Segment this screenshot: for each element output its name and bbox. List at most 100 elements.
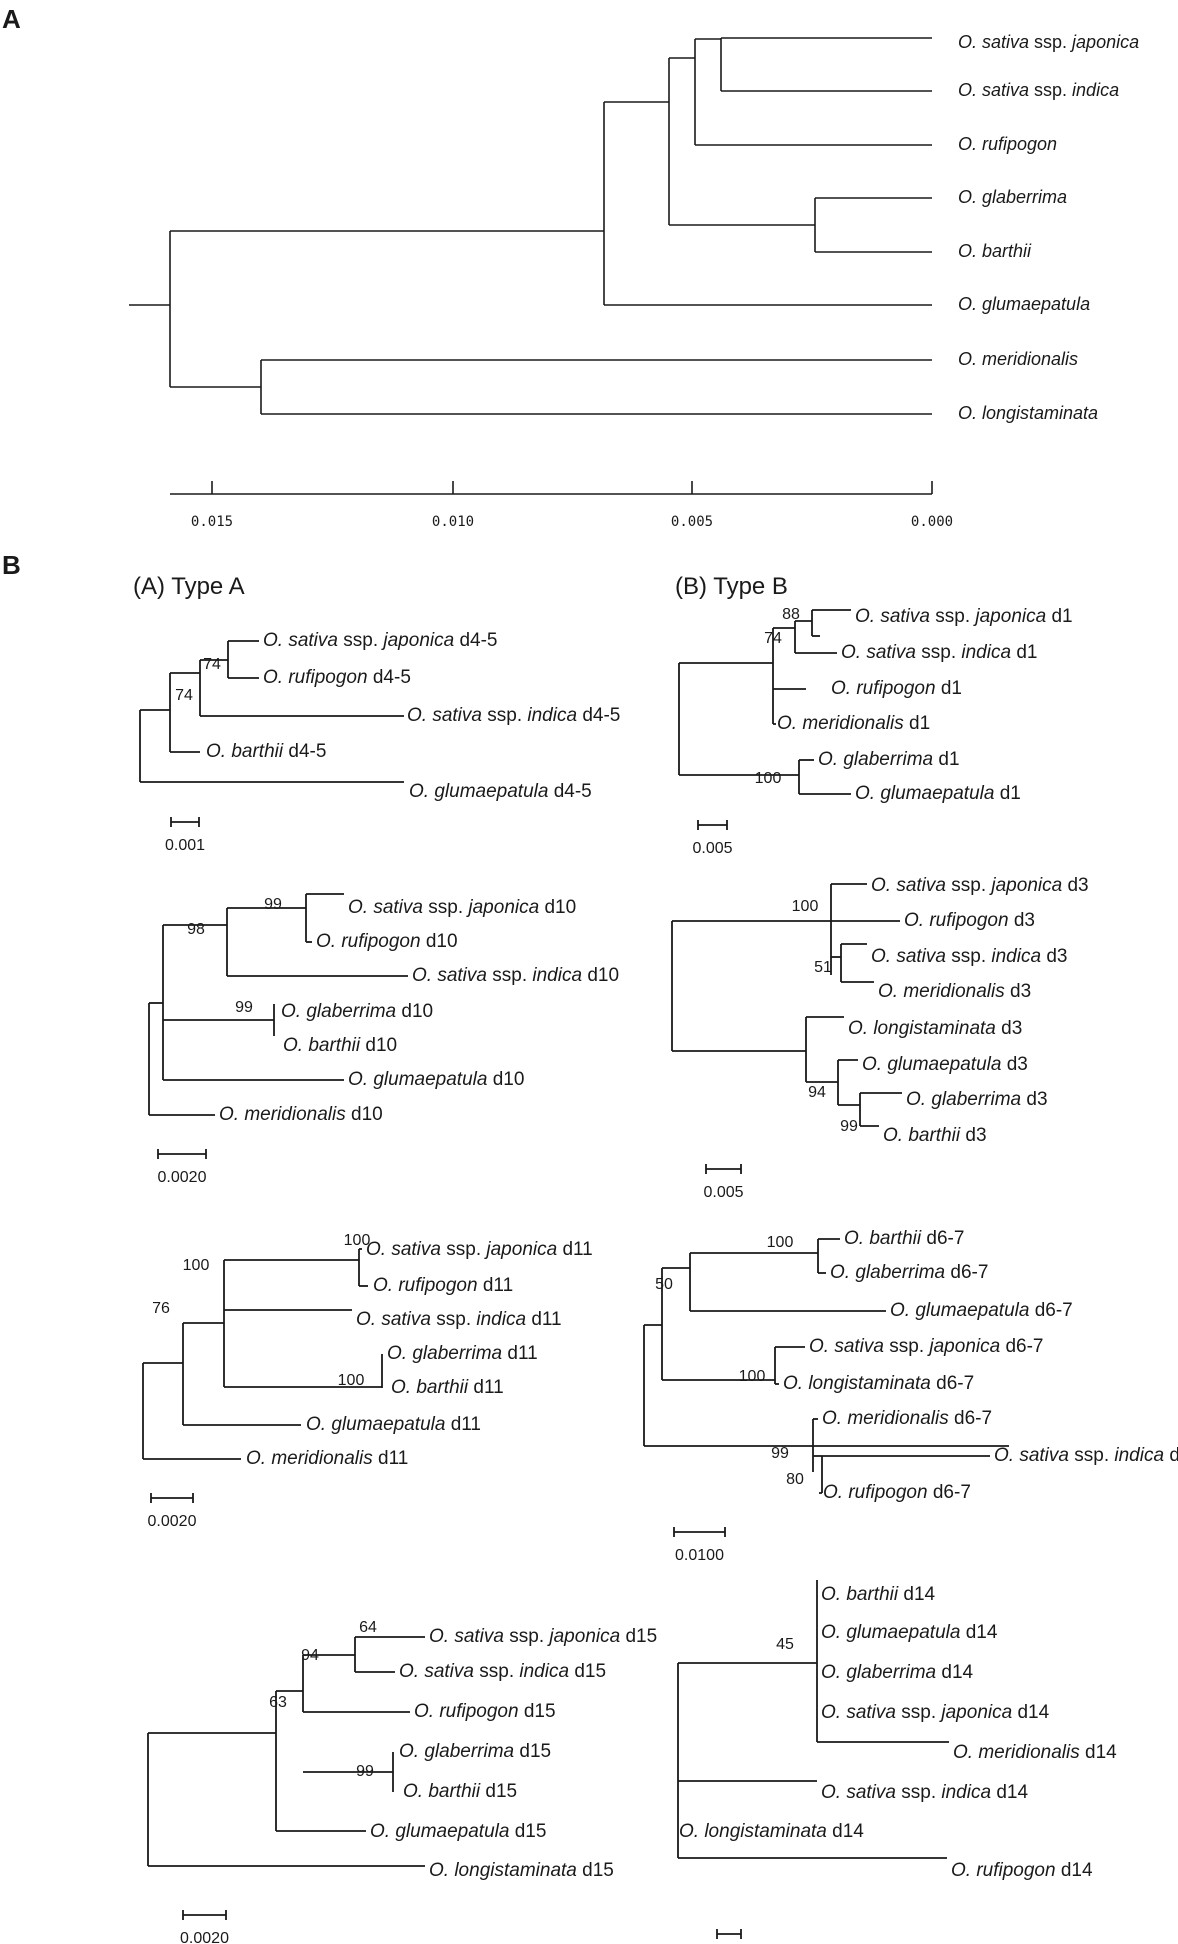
tree-panel-a: O. sativa ssp. japonica O. sativa ssp. in… [129,32,1139,423]
leaf-label: O. meridionalis d10 [219,1104,383,1125]
leaf-label: O. sativa ssp. japonica d6-7 [809,1336,1043,1357]
bootstrap-value: 98 [187,921,205,938]
bootstrap-value: 51 [814,959,832,976]
leaf-label: O. sativa ssp. japonica d4-5 [263,630,497,651]
leaf-label: O. longistaminata d14 [679,1821,864,1842]
tree-d11: O. sativa ssp. japonica d11 O. rufipogon … [142,1232,593,1530]
leaf-label: O. sativa ssp. indica d11 [356,1309,562,1330]
leaf-label: O. meridionalis d11 [246,1448,408,1469]
panel-label-b: B [2,550,21,580]
leaf-label: O. rufipogon d3 [904,910,1035,931]
leaf-label: O. rufipogon d6-7 [823,1482,971,1503]
bootstrap-value: 64 [359,1619,377,1636]
leaf-label: O. sativa ssp. japonica d11 [366,1239,593,1260]
leaf-label: O. barthii d15 [403,1781,517,1802]
leaf-label: O. sativa ssp. indica d15 [399,1661,606,1682]
tree-d3: O. sativa ssp. japonica d3 O. rufipogon d… [671,875,1089,1201]
leaf-label: O. glaberrima d3 [906,1089,1048,1110]
leaf-label: O. glumaepatula d10 [348,1069,524,1090]
leaf-label: O. rufipogon d14 [951,1860,1093,1881]
scale-bar-label: 0.001 [165,837,205,854]
leaf-label: O. glaberrima [958,187,1067,207]
bootstrap-value: 50 [655,1276,673,1293]
leaf-label: O. rufipogon d11 [373,1275,513,1296]
scale-bar-label: 0.0020 [180,1930,229,1944]
bootstrap-value: 63 [269,1694,287,1711]
leaf-label: O. glumaepatula d1 [855,783,1021,804]
figure-headings: A B (A) Type A (B) Type B [2,4,788,600]
bootstrap-value: 74 [764,630,782,647]
leaf-label: O. rufipogon d15 [414,1701,556,1722]
leaf-label: O. barthii d10 [283,1035,397,1056]
leaf-label: O. sativa ssp. japonica [958,32,1139,52]
leaf-label: O. sativa ssp. japonica d3 [871,875,1089,896]
bootstrap-value: 100 [767,1234,794,1251]
leaf-label: O. rufipogon d4-5 [263,667,411,688]
leaf-label: O. longistaminata d6-7 [783,1373,974,1394]
tree-d6-7: O. barthii d6-7 O. glaberrima d6-7 O. glum… [643,1228,1178,1564]
bootstrap-value: 100 [183,1257,210,1274]
leaf-label: O. barthii d3 [883,1125,987,1146]
leaf-label: O. barthii d11 [391,1377,504,1398]
leaf-label: O. glaberrima d14 [821,1662,974,1683]
bootstrap-value: 74 [203,656,221,673]
scale-bar-label: 0.0020 [148,1513,197,1530]
leaf-label: O. glaberrima d1 [818,749,960,770]
bootstrap-value: 99 [840,1118,858,1135]
leaf-label: O. glumaepatula [958,294,1090,314]
bootstrap-value: 45 [776,1636,794,1653]
leaf-label: O. sativa ssp. indica d4-5 [407,705,620,726]
bootstrap-value: 74 [175,687,193,704]
axis-tick-label: 0.010 [432,514,474,530]
leaf-label: O. sativa ssp. indica d6-7 [994,1445,1178,1466]
leaf-label: O. glaberrima d6-7 [830,1262,988,1283]
leaf-label: O. glaberrima d15 [399,1741,551,1762]
leaf-label: O. glumaepatula d4-5 [409,781,592,802]
leaf-label: O. sativa ssp. japonica d15 [429,1626,657,1647]
leaf-label: O. glaberrima d11 [387,1343,538,1364]
leaf-label: O. glumaepatula d11 [306,1414,481,1435]
leaf-label: O. meridionalis d1 [777,713,930,734]
scale-bar-label: 0.005 [692,840,732,857]
scale-bar-label: 0.005 [703,1184,743,1201]
bootstrap-value: 80 [786,1471,804,1488]
leaf-label: O. rufipogon d10 [316,931,458,952]
bootstrap-value: 99 [235,999,253,1016]
leaf-label: O. sativa ssp. indica d10 [412,965,619,986]
leaf-label: O. meridionalis d14 [953,1742,1117,1763]
type-b-title: (B) Type B [675,573,788,600]
leaf-label: O. glumaepatula d15 [370,1821,546,1842]
bootstrap-value: 94 [808,1084,826,1101]
bootstrap-value: 99 [771,1445,789,1462]
leaf-label: O. glumaepatula d6-7 [890,1300,1073,1321]
leaf-label: O. glaberrima d10 [281,1001,433,1022]
leaf-label: O. barthii [958,241,1032,261]
bootstrap-value: 94 [301,1647,319,1664]
bootstrap-value: 100 [338,1372,365,1389]
leaf-label: O. sativa ssp. japonica d14 [821,1702,1050,1723]
axis-tick-label: 0.015 [191,514,233,530]
bootstrap-value: 100 [755,770,782,787]
leaf-label: O. barthii d6-7 [844,1228,964,1249]
tree-d4-5: O. sativa ssp. japonica d4-5 O. rufipogon… [139,630,620,854]
leaf-label: O. meridionalis [958,349,1078,369]
tree-d15: O. sativa ssp. japonica d15 O. sativa ssp… [147,1619,657,1944]
bootstrap-value: 99 [356,1763,374,1780]
axis-tick-label: 0.005 [671,514,713,530]
leaf-label: O. meridionalis d3 [878,981,1031,1002]
bootstrap-value: 76 [152,1300,170,1317]
panel-label-a: A [2,4,21,34]
type-a-title: (A) Type A [133,573,245,600]
leaf-label: O. glumaepatula d3 [862,1054,1028,1075]
leaf-label: O. sativa ssp. japonica d10 [348,897,576,918]
bootstrap-value: 100 [792,898,819,915]
leaf-label: O. glumaepatula d14 [821,1622,998,1643]
leaf-label: O. sativa ssp. indica d3 [871,946,1067,967]
leaf-label: O. sativa ssp. indica [958,80,1119,100]
leaf-label: O. sativa ssp. indica d1 [841,642,1037,663]
leaf-label: O. rufipogon d1 [831,678,962,699]
bootstrap-value: 100 [739,1368,766,1385]
leaf-label: O. sativa ssp. indica d14 [821,1782,1028,1803]
